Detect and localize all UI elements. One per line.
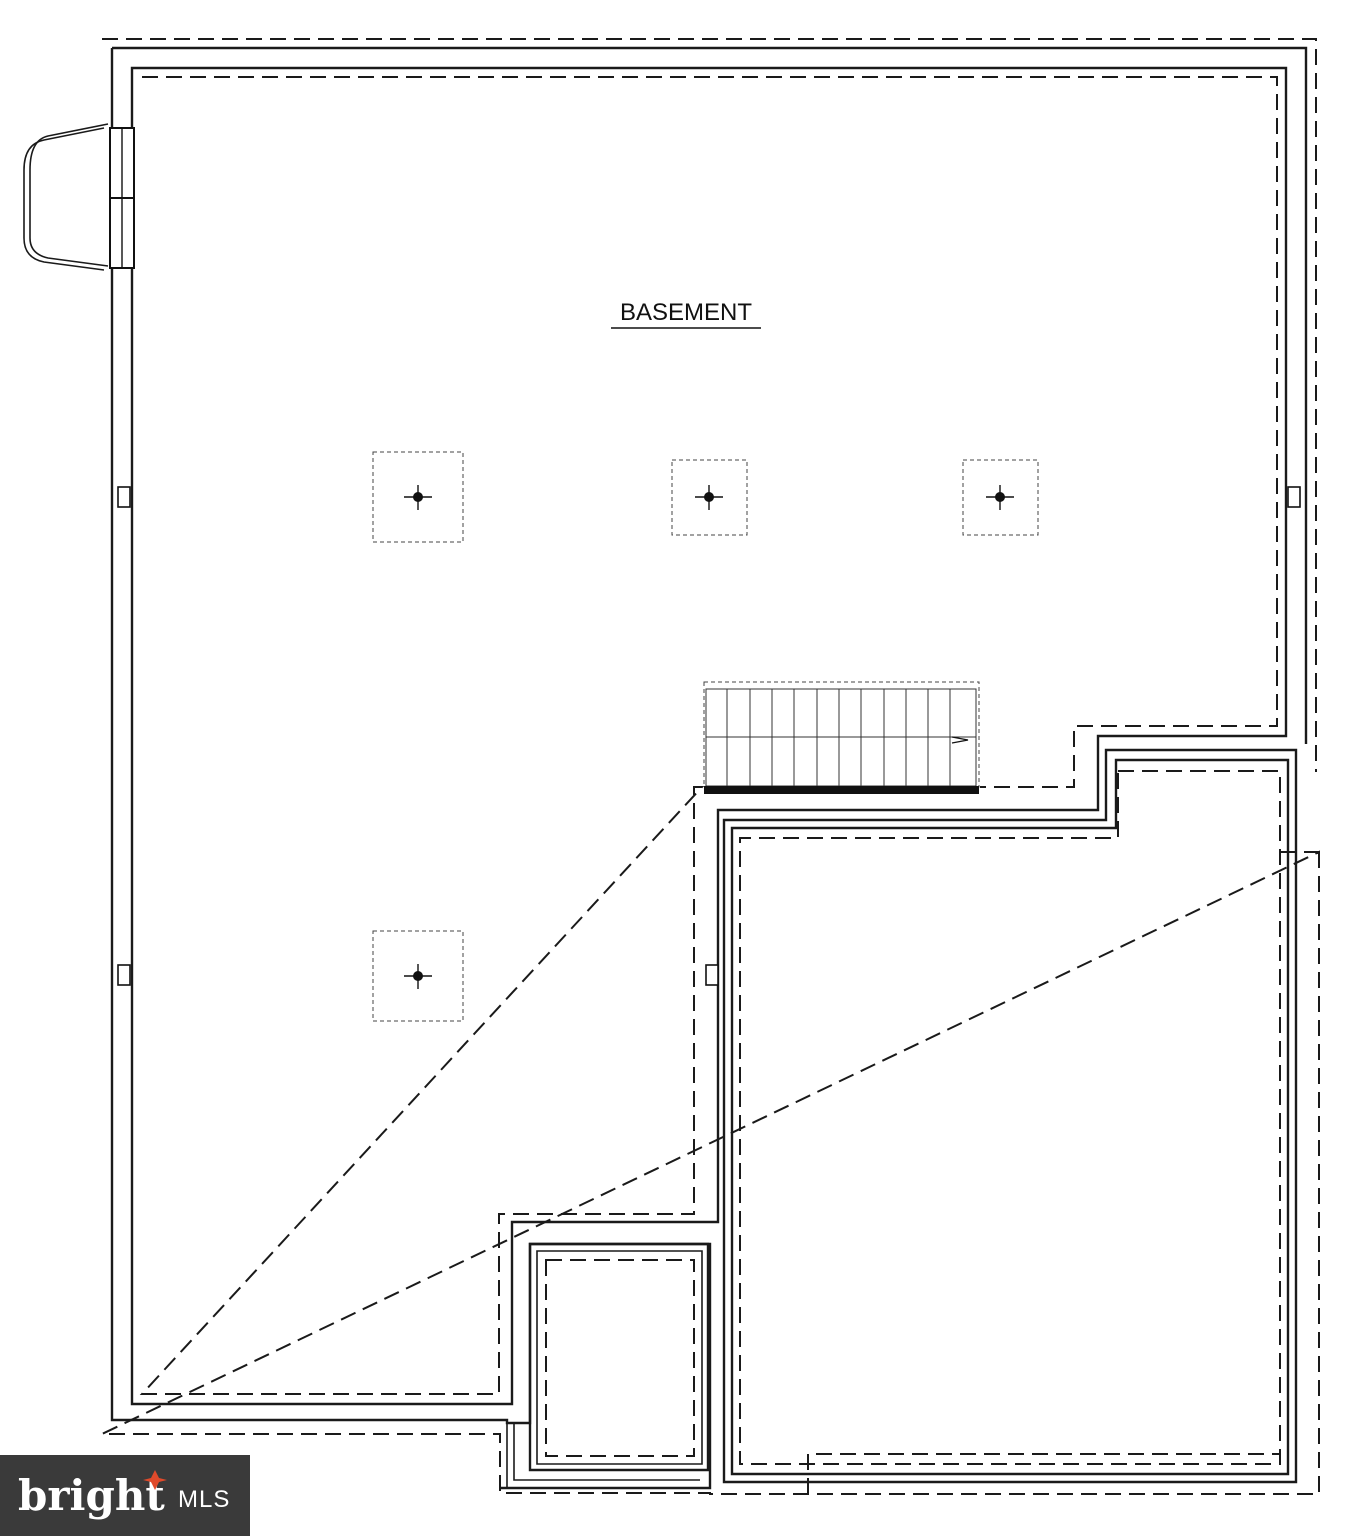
- stair: [703, 681, 980, 794]
- watermark-logo: bright MLS: [0, 1455, 250, 1536]
- wall-marker: [117, 964, 131, 986]
- column-footing: [962, 459, 1039, 536]
- column-footing: [372, 930, 464, 1022]
- exterior-wall-inner: [130, 66, 1288, 1406]
- watermark-accent-icon: [143, 1470, 167, 1490]
- lower-room-footing: [545, 1259, 695, 1457]
- watermark-suffix: MLS: [178, 1486, 230, 1513]
- column-footing: [372, 451, 464, 543]
- wall-marker: [1287, 486, 1301, 508]
- footing-outline: [101, 38, 1320, 1495]
- lower-room-wall-outer: [528, 1242, 710, 1472]
- wall-marker: [705, 964, 719, 986]
- garage-wall-outer: [722, 748, 1298, 1484]
- garage-footing: [739, 770, 1281, 1465]
- column-footing: [671, 459, 748, 536]
- bay-window: [23, 123, 135, 271]
- garage-front-footing: [807, 851, 1319, 1494]
- room-label: BASEMENT: [620, 299, 752, 326]
- garage-wall-inner: [730, 758, 1290, 1476]
- watermark-brand: bright: [18, 1471, 165, 1520]
- lower-room-wall-inner: [536, 1250, 703, 1465]
- basement-footing-inner: [139, 76, 1278, 1395]
- wall-marker: [117, 486, 131, 508]
- lower-room-left-wall: [506, 1423, 708, 1489]
